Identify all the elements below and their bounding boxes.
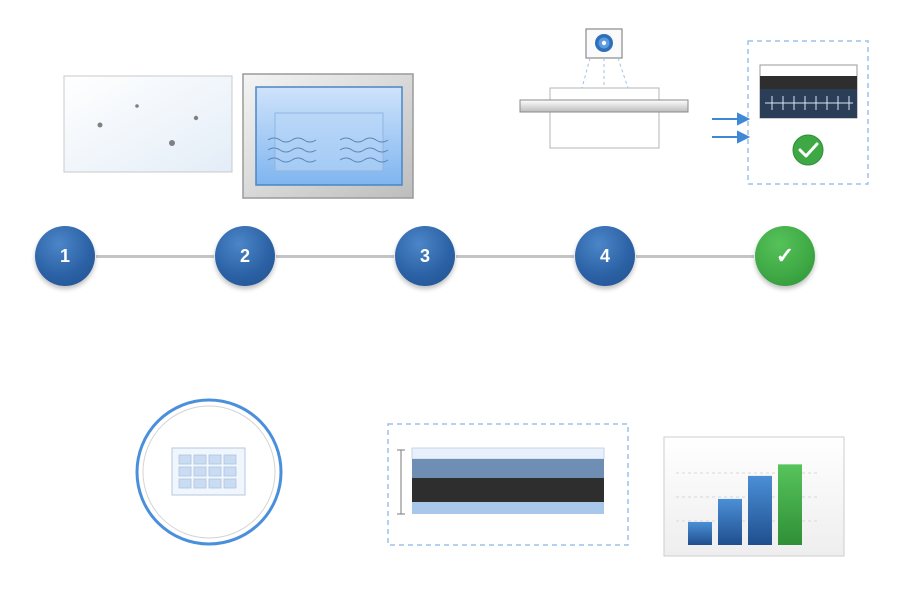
wavy-window-icon [242,73,414,199]
step-connector [636,255,754,258]
step-1-label: 1 [59,245,70,266]
chart-bar [778,464,802,545]
step-connector [456,255,574,258]
step-1[interactable]: 1 [35,226,95,286]
checkmark-icon: ✓ [775,243,795,268]
step-4[interactable]: 4 [575,226,635,286]
verified-strip-icon [747,40,869,185]
step-2[interactable]: 2 [215,226,275,286]
step-connector [96,255,214,258]
grid-in-circle-icon [135,398,283,546]
arrow-right-icon [712,112,751,144]
step-2-label: 2 [239,245,250,266]
step-3[interactable]: 3 [395,226,455,286]
layer-stack-icon [387,423,629,546]
chart-bar [688,521,712,545]
step-connector [276,255,394,258]
step-complete[interactable]: ✓ [755,226,815,286]
chart-bar [718,498,742,545]
dotted-panel-icon [63,75,233,173]
camera-scanner-icon [519,28,689,149]
step-3-label: 3 [419,245,430,266]
chart-bars [688,464,802,545]
step-4-label: 4 [599,245,610,266]
chart-bar [748,475,772,545]
